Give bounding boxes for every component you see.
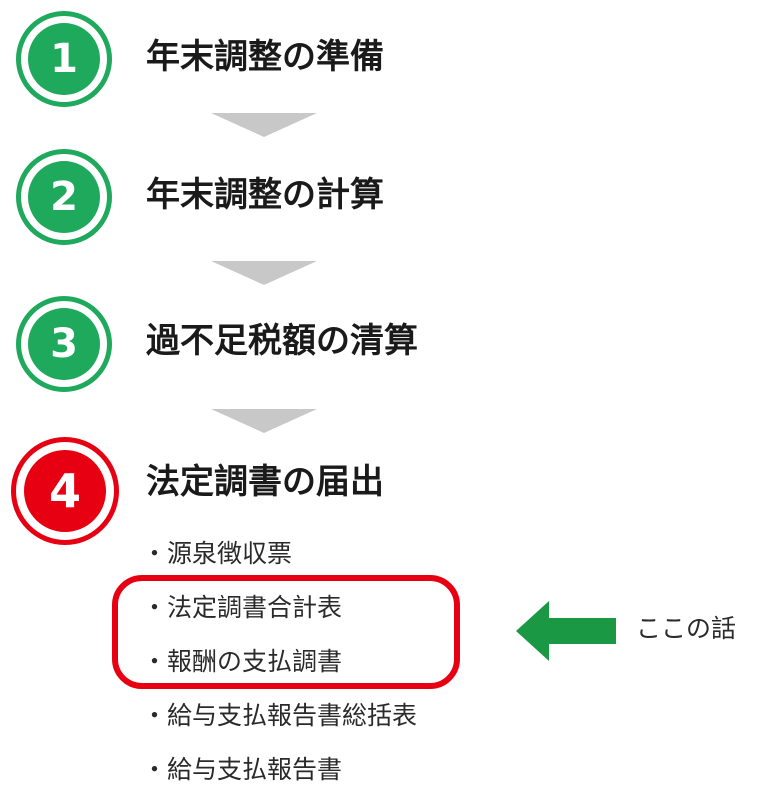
step-2-title: 年末調整の計算 (146, 175, 384, 215)
document-item: ・源泉徴収票 (142, 539, 293, 568)
step-1-circle: 1 (16, 11, 112, 107)
down-arrow-icon (211, 261, 317, 285)
note-label: ここの話 (636, 614, 737, 643)
step-3-title: 過不足税額の清算 (146, 321, 418, 361)
document-item: ・報酬の支払調書 (142, 647, 343, 676)
step-4-number: 4 (24, 450, 106, 532)
left-arrow-icon (516, 601, 616, 661)
step-3-number: 3 (28, 308, 100, 380)
step-4-circle: 4 (11, 437, 119, 545)
step-3-circle: 3 (16, 296, 112, 392)
document-item: ・給与支払報告書 (142, 755, 343, 784)
document-item: ・給与支払報告書総括表 (142, 701, 418, 730)
step-2-number: 2 (28, 161, 100, 233)
down-arrow-icon (211, 409, 317, 433)
document-item: ・法定調書合計表 (142, 593, 343, 622)
step-4-title: 法定調書の届出 (146, 462, 384, 502)
highlight-frame (112, 575, 460, 689)
step-1-number: 1 (28, 23, 100, 95)
left-arrow-shape (516, 601, 616, 661)
step-2-circle: 2 (16, 149, 112, 245)
step-1-title: 年末調整の準備 (146, 37, 384, 77)
down-arrow-icon (211, 113, 317, 137)
